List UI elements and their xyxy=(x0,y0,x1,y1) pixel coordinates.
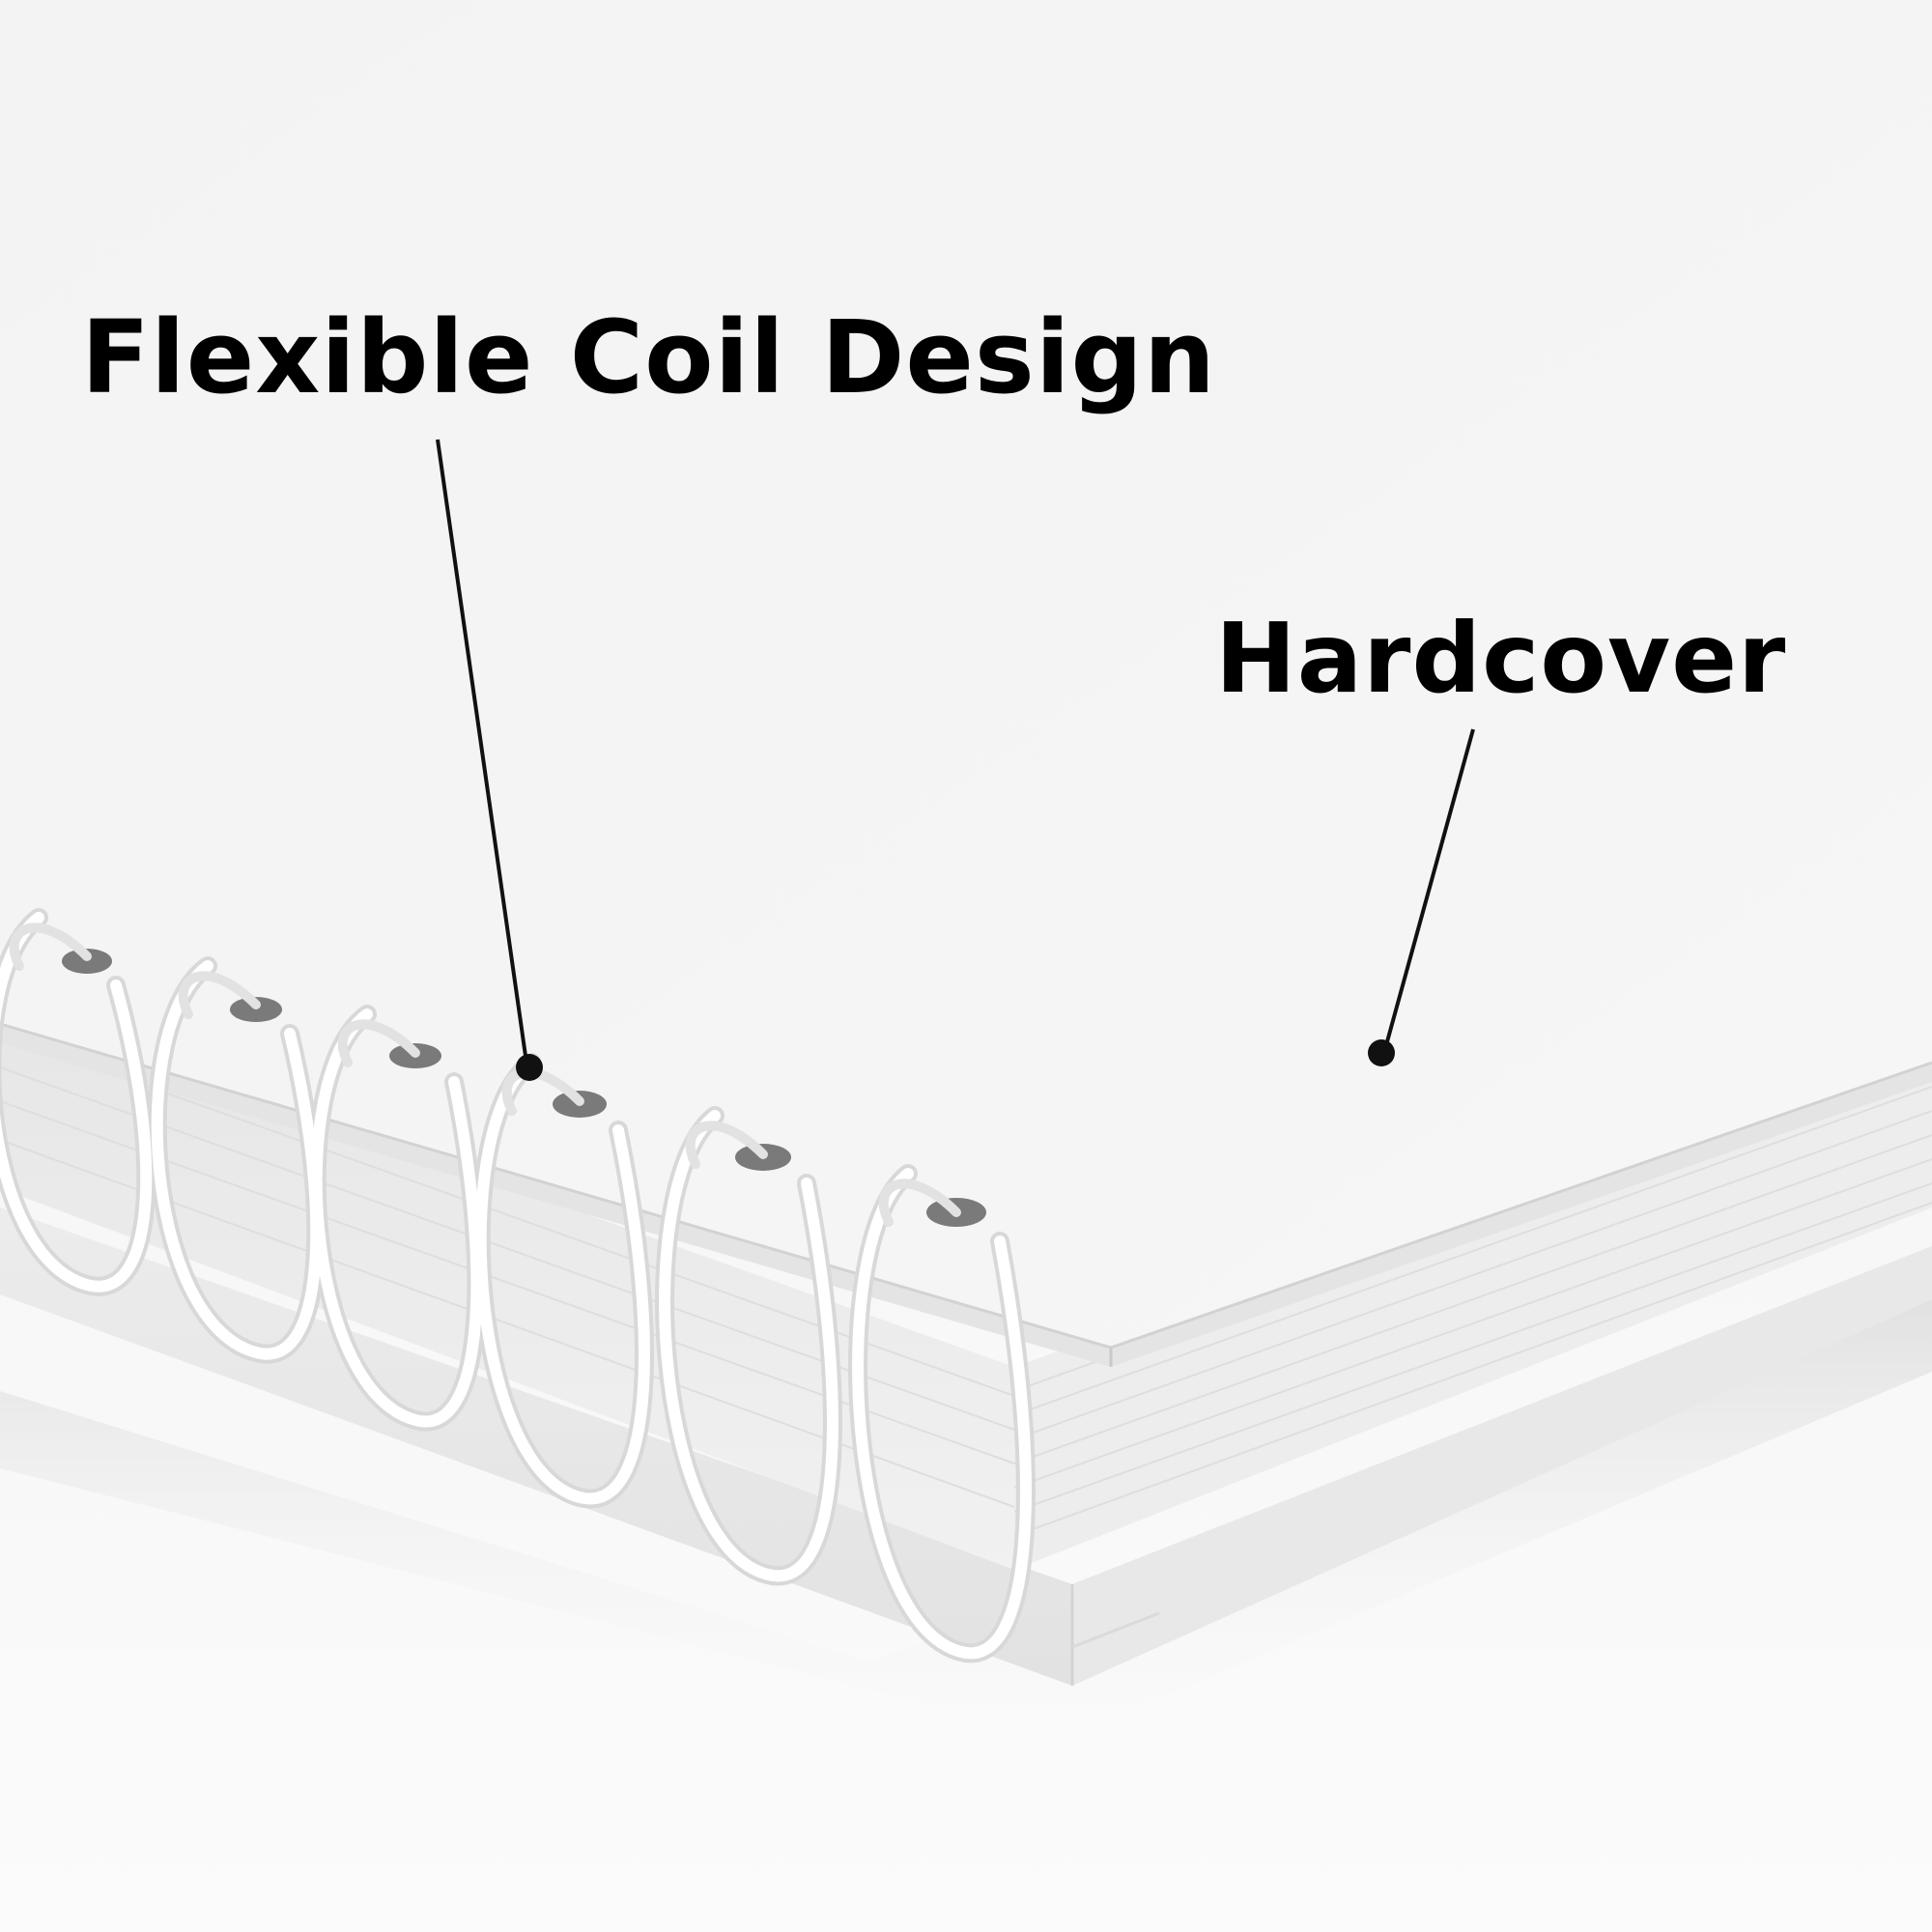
hardcover-feature-label: Hardcover xyxy=(1215,602,1787,715)
coil-feature-label: Flexible Coil Design xyxy=(81,298,1216,416)
coil-callout-pointer xyxy=(436,439,543,1081)
spiral-coil xyxy=(0,908,1036,1663)
cover-callout-dot xyxy=(1368,1039,1395,1066)
back-cover-board xyxy=(0,1208,1932,1686)
paper-block-edge xyxy=(0,1005,1932,1570)
front-cover-board xyxy=(0,0,1932,1367)
coil-callout-dot xyxy=(516,1054,543,1081)
cover-callout-pointer xyxy=(1368,728,1475,1066)
